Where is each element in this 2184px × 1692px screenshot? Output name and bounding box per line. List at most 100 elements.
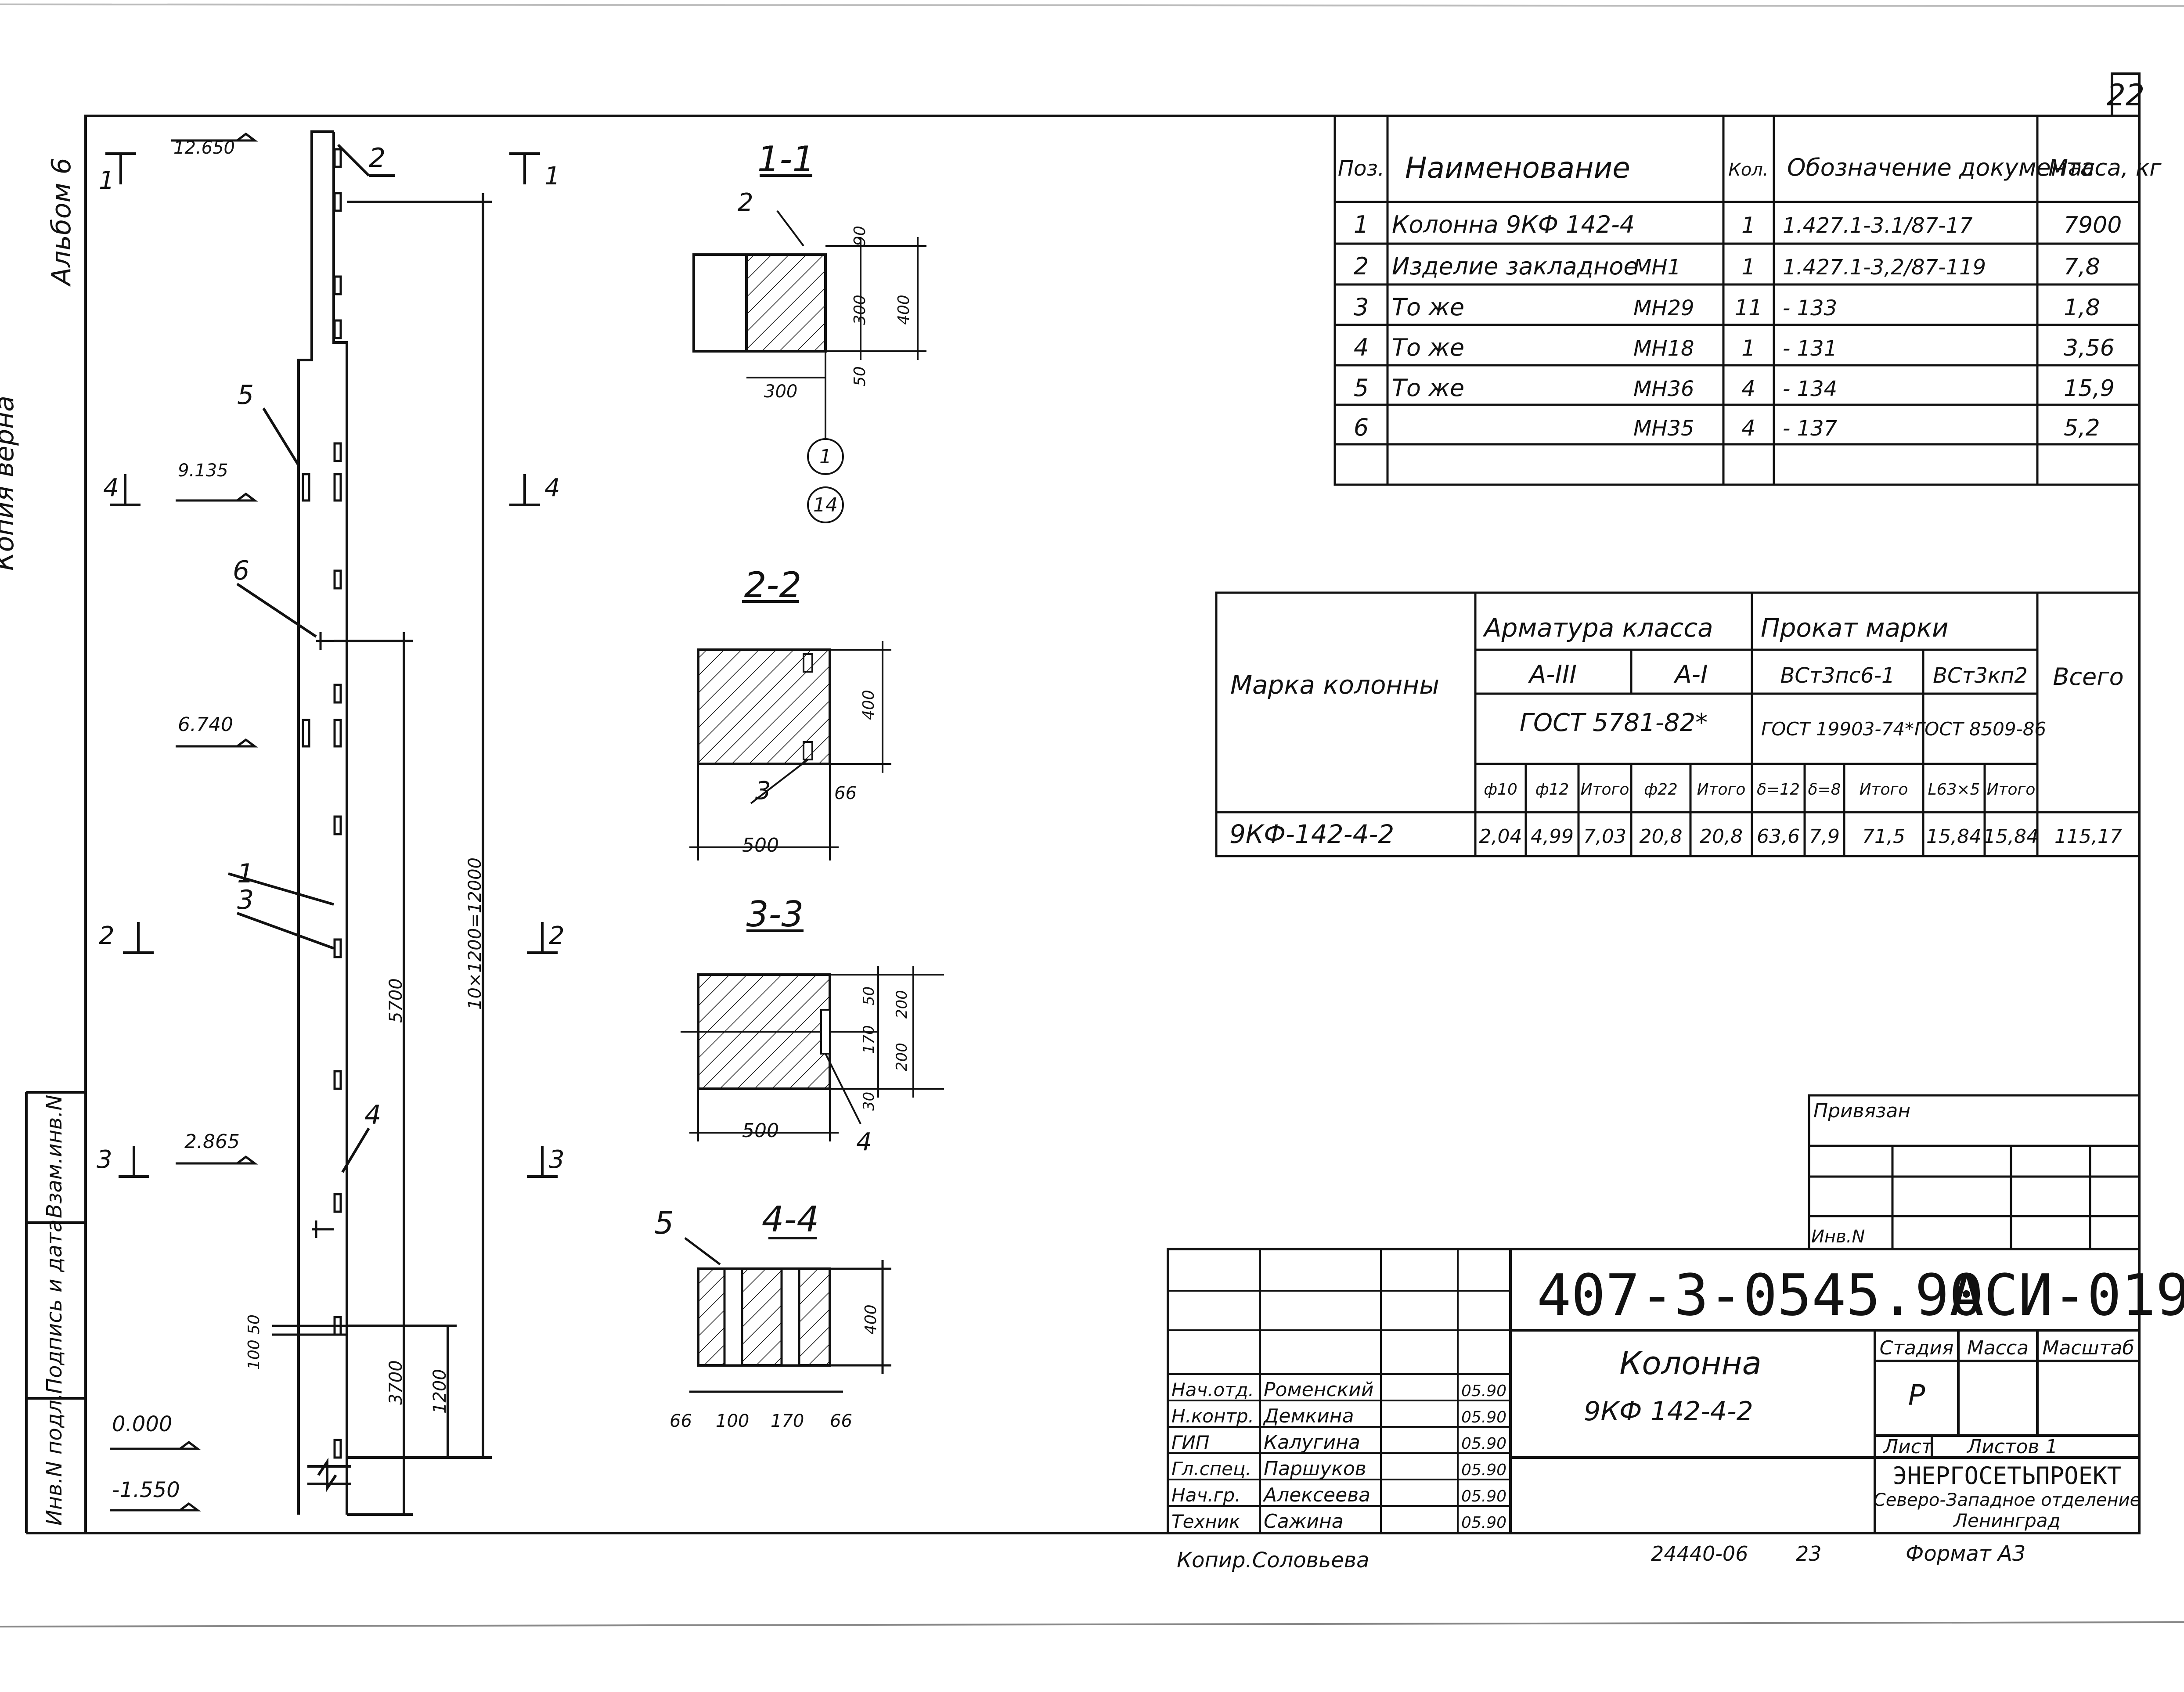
cut-3-right: 3 xyxy=(549,1145,565,1174)
city: Ленинград xyxy=(1953,1510,2060,1531)
spec-row-doc: - 137 xyxy=(1783,416,1838,441)
staff-role: Нач.гр. xyxy=(1171,1484,1241,1506)
steel-subheader: δ=8 xyxy=(1808,781,1841,799)
steel-row-value: 15,84 xyxy=(1983,825,2039,848)
cut-1-left: 1 xyxy=(99,166,115,195)
staff-date: 05.90 xyxy=(1461,1487,1506,1505)
staff-role: Гл.спец. xyxy=(1171,1458,1251,1480)
steel-vst3kp: ВСт3кп2 xyxy=(1933,663,2028,688)
spec-header-doc: Обозначение документа xyxy=(1787,154,2095,181)
spec-row-qty: 4 xyxy=(1741,376,1755,401)
spec-row-mass: 7,8 xyxy=(2064,254,2100,280)
spec-row-mass: 5,2 xyxy=(2064,415,2100,441)
steel-subheader: ф10 xyxy=(1484,781,1517,799)
cut-1-right: 1 xyxy=(544,162,560,191)
steel-subheader: Итого xyxy=(1987,781,2036,799)
list-label: Лист xyxy=(1883,1436,1933,1458)
staff-name: Сажина xyxy=(1264,1510,1344,1533)
steel-row-value: 115,17 xyxy=(2054,825,2122,848)
staff-role: ГИП xyxy=(1171,1432,1209,1453)
steel-subheader: Итого xyxy=(1581,781,1629,799)
privyazan-label: Привязан xyxy=(1813,1100,1910,1122)
spec-row-mark: МН36 xyxy=(1633,377,1694,401)
section-1-1-dim-300v: 300 xyxy=(851,295,869,325)
scale-label: Масштаб xyxy=(2042,1337,2134,1359)
spec-row-mark: МН1 xyxy=(1633,255,1681,280)
spec-row-qty: 4 xyxy=(1741,415,1755,441)
spec-row-pos: 3 xyxy=(1354,293,1369,321)
stamp-replace-inv: Взам.инв.N xyxy=(42,1095,67,1218)
sheet-code: АСИ-019 xyxy=(1950,1262,2184,1328)
steel-subheader: ф22 xyxy=(1644,781,1678,799)
steel-subheader: L63×5 xyxy=(1928,781,1980,799)
spec-row-mark: МН35 xyxy=(1633,416,1694,441)
steel-row-value: 15,84 xyxy=(1926,825,1982,848)
section-4-4-title: 4-4 xyxy=(762,1199,819,1240)
staff-date: 05.90 xyxy=(1461,1435,1506,1453)
staff-name: Алексеева xyxy=(1262,1484,1370,1506)
steel-row-value: 2,04 xyxy=(1479,825,1522,848)
org-sub: Северо-Западное отделение xyxy=(1874,1490,2141,1510)
spec-row-qty: 1 xyxy=(1741,212,1755,238)
spec-row-qty: 1 xyxy=(1741,335,1755,361)
title-block xyxy=(1167,1248,2141,1534)
steel-row-value: 63,6 xyxy=(1757,825,1800,848)
stage-value: Р xyxy=(1908,1379,1925,1412)
cut-4-right: 4 xyxy=(544,474,560,502)
steel-armatura: Арматура класса xyxy=(1482,613,1713,643)
privyazan-inv: Инв.N xyxy=(1811,1227,1865,1247)
staff-role: Н.контр. xyxy=(1171,1405,1254,1427)
dim-10x1200: 10×1200=12000 xyxy=(465,857,485,1010)
spec-row-mark: МН18 xyxy=(1633,336,1694,361)
steel-vst3ps: ВСт3пс6-1 xyxy=(1780,663,1895,688)
order-no: 24440-06 xyxy=(1651,1542,1748,1566)
section-3-3-pos: 4 xyxy=(856,1128,872,1156)
level-2865: 2.865 xyxy=(184,1130,240,1153)
level-6740: 6.740 xyxy=(178,713,233,736)
section-1-1: 1-1 2 90 300 400 50 300 1 14 xyxy=(692,139,926,523)
pos-3: 3 xyxy=(237,885,254,915)
section-2-2-dim-500: 500 xyxy=(742,834,779,857)
spec-row-name: То же xyxy=(1392,293,1464,321)
spec-row-name: То же xyxy=(1392,374,1464,402)
staff-name: Калугина xyxy=(1264,1431,1360,1454)
level-12650: 12.650 xyxy=(173,138,235,158)
section-3-3-title: 3-3 xyxy=(746,894,804,935)
steel-row-mark: 9КФ-142-4-2 xyxy=(1229,819,1394,849)
spec-row-doc: 1.427.1-3,2/87-119 xyxy=(1783,255,1986,280)
stamp-inv-no: Инв.N подл. xyxy=(42,1393,67,1526)
drawing-name: Колонна xyxy=(1619,1345,1762,1382)
sheet-number: 22 xyxy=(2107,78,2145,113)
section-1-1-circle-1: 1 xyxy=(819,446,832,468)
cut-2-right: 2 xyxy=(549,922,565,950)
spec-row-name: Колонна 9КФ 142-4 xyxy=(1392,211,1635,238)
dim-100-50: 100 50 xyxy=(245,1314,263,1370)
spec-table-text: Поз. Наименование Кол. Обозначение докум… xyxy=(1338,151,2162,185)
column-elevation xyxy=(105,130,558,1516)
section-1-1-circle-14: 14 xyxy=(813,494,838,516)
spec-header-pos: Поз. xyxy=(1338,156,1384,181)
steel-row-value: 4,99 xyxy=(1531,825,1574,848)
steel-row-value: 7,9 xyxy=(1809,825,1840,848)
steel-a3: А-III xyxy=(1528,660,1577,689)
staff-name: Демкина xyxy=(1263,1405,1354,1427)
steel-subheader: ф12 xyxy=(1535,781,1569,799)
section-2-2-dim-66: 66 xyxy=(834,783,857,803)
section-1-1-title: 1-1 xyxy=(757,139,815,180)
steel-prokat: Прокат марки xyxy=(1761,613,1949,643)
section-1-1-dim-300h: 300 xyxy=(764,382,797,402)
cut-4-left: 4 xyxy=(103,474,119,502)
staff-date: 05.90 xyxy=(1461,1382,1506,1400)
section-4-4-dim-400: 400 xyxy=(862,1304,880,1335)
steel-table xyxy=(1215,591,2141,857)
dim-5700: 5700 xyxy=(386,978,406,1023)
steel-row-value: 7,03 xyxy=(1583,825,1626,848)
spec-header-name: Наименование xyxy=(1405,151,1630,185)
spec-row-qty: 11 xyxy=(1734,295,1762,320)
cut-2-left: 2 xyxy=(99,922,115,950)
spec-row-pos: 4 xyxy=(1354,334,1369,361)
section-1-1-dim-400: 400 xyxy=(895,295,913,325)
stamp-signature-date: Подпись и дата xyxy=(42,1219,67,1394)
